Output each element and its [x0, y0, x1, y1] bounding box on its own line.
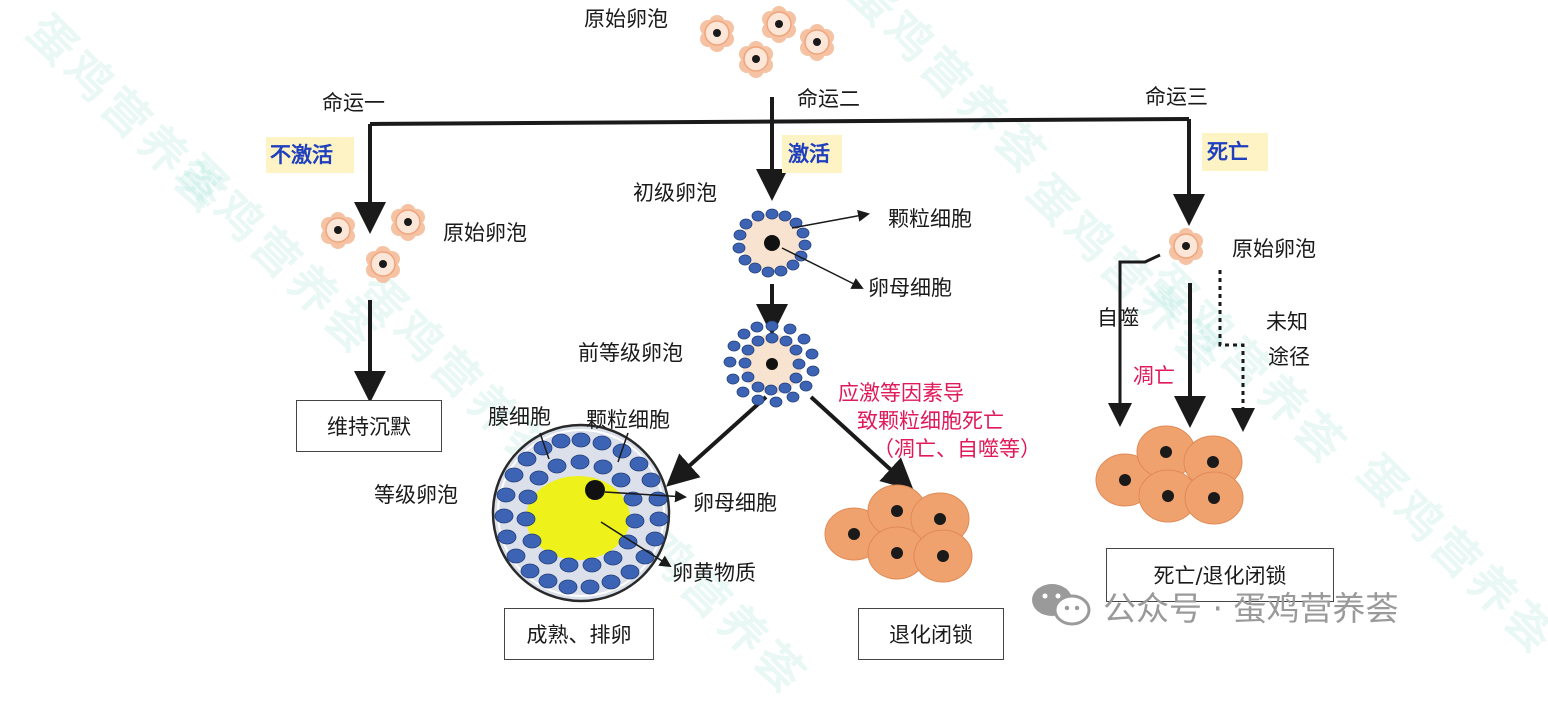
atresia-outcome-text: 退化闭锁 [889, 623, 973, 647]
graded-oocyte-pointer [604, 490, 687, 503]
oocyte-label: 卵母细胞 [868, 276, 952, 300]
primordial-follicle [390, 203, 426, 242]
preantral-follicle [723, 320, 820, 408]
atretic-cell-cluster-fate3 [1095, 425, 1244, 525]
primordial-follicle [761, 5, 797, 44]
fate1-outcome-text: 维持沉默 [327, 415, 411, 439]
stress-note-line1: 应激等因素导 [838, 381, 964, 405]
primordial-follicle [799, 23, 835, 62]
unknown-path-label-1: 未知 [1266, 310, 1308, 334]
preantral-granulosa-layers [723, 320, 820, 408]
atretic-cell [913, 529, 973, 583]
primordial-follicle [365, 245, 401, 284]
preantral-follicle-label: 前等级卵泡 [578, 341, 683, 365]
primary-follicle [732, 208, 812, 278]
graded-granulosa-pointer [617, 432, 629, 463]
fate1-title: 命运一 [322, 91, 385, 115]
fate2-title: 命运二 [797, 87, 860, 111]
primordial-follicle-cluster-fate1 [320, 203, 426, 284]
theca-pointer [539, 432, 550, 460]
primary-follicle-label: 初级卵泡 [633, 181, 717, 205]
oocyte-pointer [781, 247, 864, 289]
fate1-action-highlight [266, 137, 354, 173]
primordial-follicle [320, 211, 356, 250]
granulosa-pointer [791, 209, 870, 229]
fate3-title: 命运三 [1145, 85, 1208, 109]
stress-note-line3: （凋亡、自噬等） [873, 437, 1041, 461]
fate1-primordial-label: 原始卵泡 [443, 221, 527, 245]
theca-label: 膜细胞 [488, 405, 551, 429]
graded-follicle [491, 423, 671, 603]
unknown-path-label-2: 途径 [1268, 345, 1310, 369]
atresia-outcome-box: 退化闭锁 [858, 608, 1004, 660]
fate1-outcome-box: 维持沉默 [296, 400, 442, 452]
yolk-pointer [600, 521, 672, 568]
fate1-action: 不激活 [270, 143, 333, 167]
yolk-material [526, 476, 630, 560]
apoptosis-label: 凋亡 [1133, 364, 1175, 388]
unknown-path-dotted-arrow [1218, 270, 1255, 432]
footer-account-name: 公众号 · 蛋鸡营养荟 [1103, 589, 1399, 628]
fate2-action-highlight [782, 135, 842, 173]
atretic-cell-cluster-fate2 [824, 484, 973, 583]
fate2-action: 激活 [788, 142, 830, 166]
mature-outcome-box: 成熟、排卵 [504, 608, 654, 660]
wechat-icon [1032, 584, 1091, 626]
graded-oocyte-label: 卵母细胞 [693, 491, 777, 515]
autophagy-label: 自噬 [1097, 306, 1139, 330]
fate3-action-highlight [1202, 133, 1268, 171]
graded-oocyte [585, 480, 605, 500]
diagram-graphics [320, 5, 1255, 626]
mature-outcome-text: 成熟、排卵 [526, 623, 632, 647]
primordial-follicle-fate3 [1168, 227, 1204, 266]
fate3-primordial-label: 原始卵泡 [1232, 237, 1316, 261]
graded-granulosa-label: 颗粒细胞 [586, 408, 670, 432]
diagram-canvas: 蛋鸡营养荟 蛋鸡营养荟 蛋鸡营养荟 蛋鸡营养荟 蛋鸡营养荟 蛋鸡营养荟 蛋鸡营养… [17, 0, 1548, 706]
fate3-action: 死亡 [1207, 140, 1249, 164]
primary-granulosa-ring [732, 208, 812, 278]
fate3-outcome-box: 死亡/退化闭锁 [1106, 548, 1334, 602]
top-primordial-label: 原始卵泡 [584, 7, 668, 31]
graded-granulosa-layers [494, 432, 669, 595]
graded-follicle-label: 等级卵泡 [374, 483, 458, 507]
atretic-cell [1184, 471, 1244, 525]
primordial-follicle [738, 40, 774, 79]
fate3-outcome-text: 死亡/退化闭锁 [1153, 564, 1287, 588]
fate-branch-lines [354, 97, 1206, 491]
yolk-label: 卵黄物质 [672, 561, 756, 585]
primordial-follicle [699, 14, 735, 53]
stress-note-line2: 致颗粒细胞死亡 [857, 409, 1004, 433]
granulosa-label: 颗粒细胞 [888, 207, 972, 231]
primordial-follicle-cluster-top [699, 5, 835, 79]
